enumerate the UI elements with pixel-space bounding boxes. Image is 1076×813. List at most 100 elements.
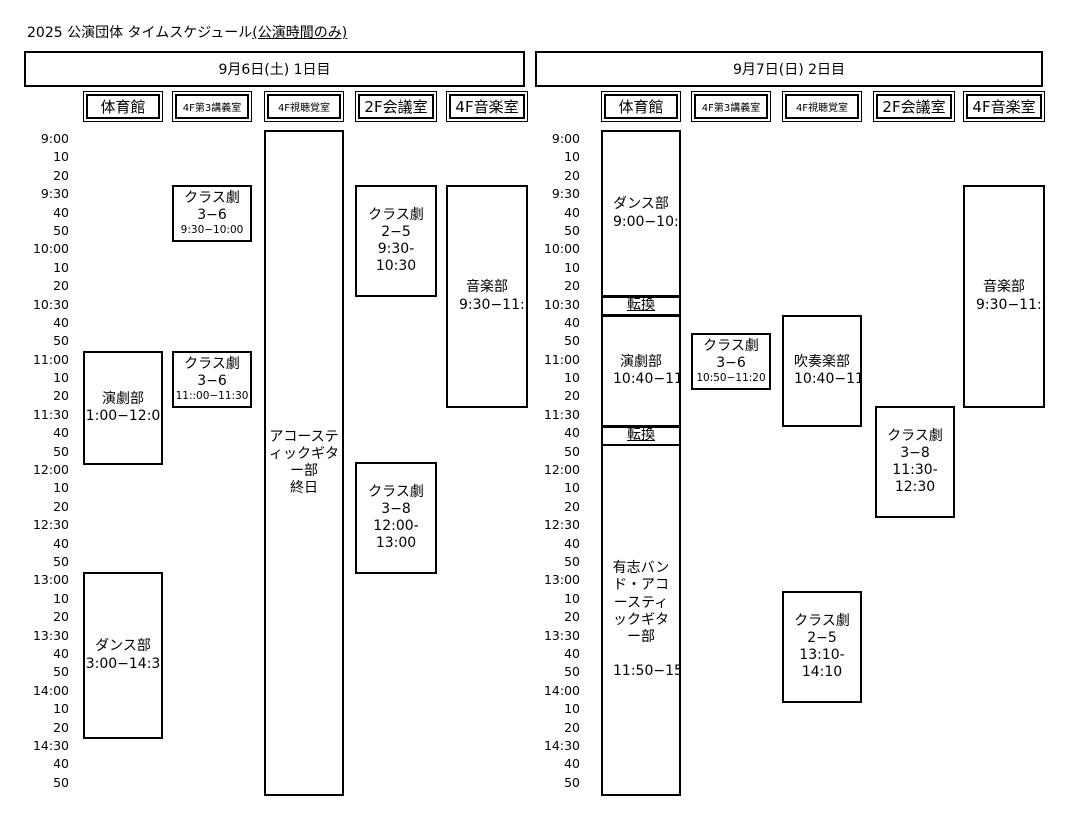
- time-label: 40: [53, 535, 69, 551]
- time-label: 20: [53, 388, 69, 404]
- time-label: 10: [564, 480, 580, 496]
- time-label: 11:30: [32, 406, 69, 422]
- time-label: 14:00: [543, 682, 580, 698]
- time-label: 9:00: [40, 131, 69, 146]
- time-label: 10: [564, 149, 580, 165]
- page-title: 2025 公演団体 タイムスケジュール(公演時間のみ): [27, 22, 347, 42]
- time-label: 10: [53, 259, 69, 275]
- day2-column-av-room: 4F視聴覚室: [782, 91, 862, 122]
- time-label: 40: [564, 204, 580, 220]
- day1-header: 9月6日(土) 1日目: [24, 51, 525, 87]
- day1-event-acoustic-guitar: アコースティックギター部終日: [264, 130, 344, 796]
- time-label: 10: [564, 259, 580, 275]
- time-label: 20: [564, 609, 580, 625]
- time-label: 10:30: [543, 296, 580, 312]
- day2-column-music-room: 4F音楽室: [963, 91, 1045, 122]
- time-label: 40: [53, 645, 69, 661]
- time-label: 40: [564, 535, 580, 551]
- day2-event-changeover-2: 転換: [601, 426, 681, 446]
- time-label: 14:30: [32, 737, 69, 753]
- time-label: 10: [53, 590, 69, 606]
- time-label: 50: [564, 333, 580, 349]
- time-label: 40: [53, 756, 69, 772]
- time-label: 12:00: [32, 462, 69, 478]
- time-label: 10:30: [32, 296, 69, 312]
- time-label: 40: [564, 425, 580, 441]
- day2-column-gym: 体育館: [601, 91, 681, 122]
- time-label: 20: [564, 388, 580, 404]
- time-label: 12:30: [543, 517, 580, 533]
- day2-column-meeting-room: 2F会議室: [873, 91, 955, 122]
- time-label: 50: [53, 443, 69, 459]
- time-label: 50: [564, 774, 580, 790]
- time-label: 50: [53, 664, 69, 680]
- time-label: 10: [53, 370, 69, 386]
- day1-time-axis: 9:00 10 20 9:30 40 50 10:00 10 20 10:30 40 50 11:00 1…: [27, 130, 69, 792]
- time-label: 13:30: [32, 627, 69, 643]
- time-label: 40: [53, 204, 69, 220]
- time-label: 50: [564, 222, 580, 238]
- time-label: 20: [53, 167, 69, 183]
- time-label: 20: [564, 278, 580, 294]
- time-label: 10:00: [543, 241, 580, 257]
- day2-event-changeover-1: 転換: [601, 296, 681, 316]
- time-label: 50: [564, 443, 580, 459]
- day1-column-meeting-room: 2F会議室: [355, 91, 437, 122]
- time-label: 40: [564, 756, 580, 772]
- time-label: 14:00: [32, 682, 69, 698]
- day1-event-dance: ダンス部13:00−14:30: [83, 572, 163, 739]
- day2-column-lecture3: 4F第3講義室: [691, 91, 771, 122]
- time-label: 20: [53, 719, 69, 735]
- time-label: 20: [53, 498, 69, 514]
- time-label: 50: [53, 222, 69, 238]
- time-label: 20: [564, 719, 580, 735]
- day1-column-av-room: 4F視聴覚室: [264, 91, 344, 122]
- title-note: (公演時間のみ): [252, 25, 348, 41]
- time-label: 13:00: [543, 572, 580, 588]
- time-label: 40: [53, 425, 69, 441]
- time-label: 10:00: [32, 241, 69, 257]
- time-label: 40: [564, 314, 580, 330]
- time-label: 9:30: [40, 186, 69, 202]
- time-label: 20: [53, 609, 69, 625]
- time-label: 10: [564, 370, 580, 386]
- title-text: 2025 公演団体 タイムスケジュール: [27, 25, 253, 41]
- time-label: 50: [53, 333, 69, 349]
- time-label: 10: [53, 480, 69, 496]
- day1-column-gym: 体育館: [83, 91, 163, 122]
- day1-event-drama: 演劇部11:00−12:00: [83, 351, 163, 465]
- time-label: 11:30: [543, 406, 580, 422]
- time-label: 50: [564, 664, 580, 680]
- day2-header: 9月7日(日) 2日目: [535, 51, 1043, 87]
- time-label: 10: [564, 701, 580, 717]
- time-label: 10: [53, 149, 69, 165]
- time-label: 14:30: [543, 737, 580, 753]
- time-label: 50: [53, 553, 69, 569]
- time-label: 40: [564, 645, 580, 661]
- time-label: 10: [53, 701, 69, 717]
- time-label: 20: [564, 167, 580, 183]
- time-label: 12:00: [543, 462, 580, 478]
- time-label: 9:00: [551, 131, 580, 146]
- time-label: 50: [564, 553, 580, 569]
- time-label: 50: [53, 774, 69, 790]
- time-label: 11:00: [543, 351, 580, 367]
- time-label: 20: [53, 278, 69, 294]
- day1-column-music-room: 4F音楽室: [446, 91, 528, 122]
- time-label: 11:00: [32, 351, 69, 367]
- day1-column-lecture3: 4F第3講義室: [172, 91, 252, 122]
